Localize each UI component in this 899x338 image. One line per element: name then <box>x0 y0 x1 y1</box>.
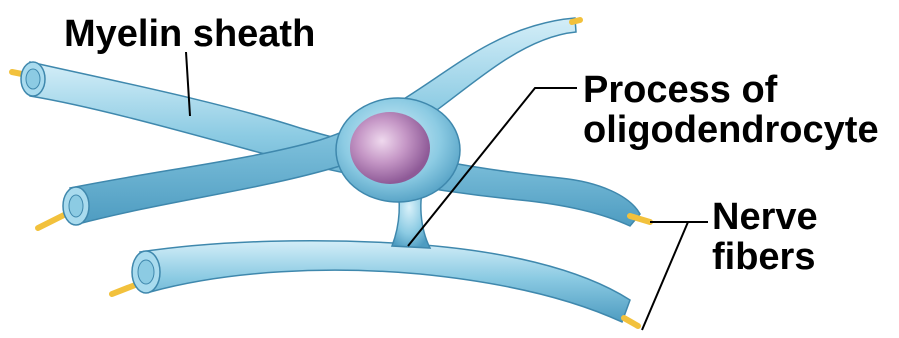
label-process-of-oligodendrocyte: Process of oligodendrocyte <box>583 70 879 150</box>
nerve-fiber-3 <box>112 241 638 326</box>
process-line-2: oligodendrocyte <box>583 110 879 150</box>
process-line-1: Process of <box>583 70 879 110</box>
myelin-sheath-text: Myelin sheath <box>64 14 315 54</box>
fiber-2-axon-right <box>572 20 580 22</box>
label-myelin-sheath: Myelin sheath <box>64 14 315 54</box>
nerve-line-1: Nerve <box>712 197 818 237</box>
leader-line-nerve-fibers <box>642 222 708 330</box>
fiber-3-sheath <box>140 241 630 322</box>
nucleus <box>350 112 430 184</box>
fiber-3-axon-right <box>624 318 638 326</box>
label-nerve-fibers: Nerve fibers <box>712 197 818 277</box>
nerve-line-2: fibers <box>712 237 818 277</box>
oligodendrocyte-cell-body <box>336 98 460 202</box>
